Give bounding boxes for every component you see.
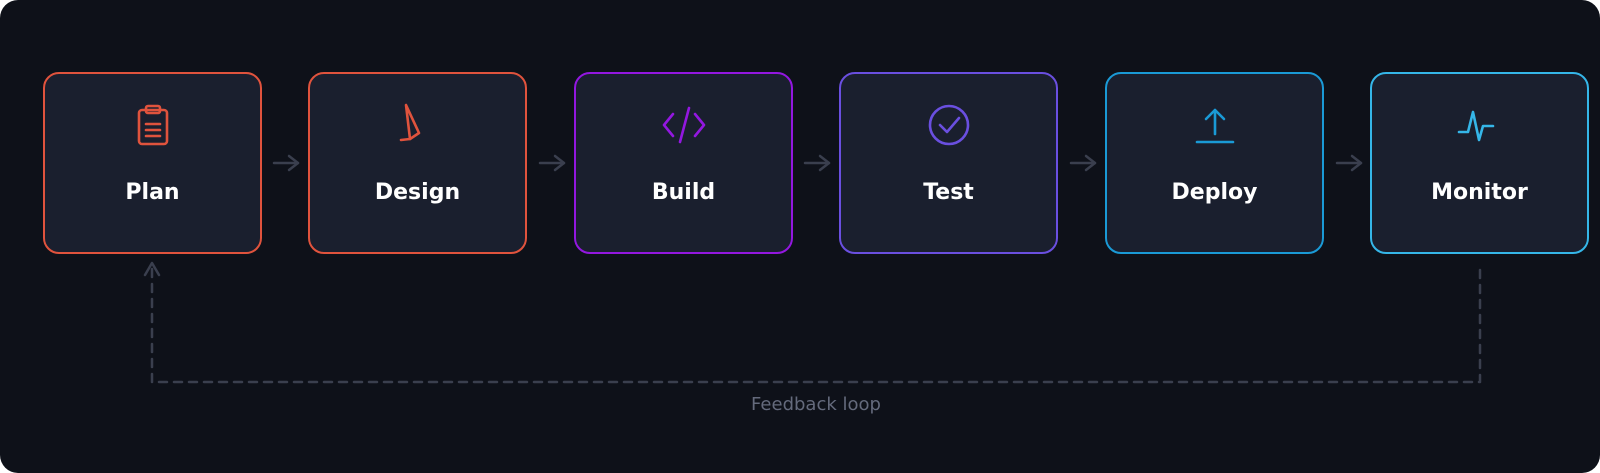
arrow-design-to-build: [538, 154, 566, 172]
feedback-loop-label: Feedback loop: [751, 394, 881, 415]
stage-label: Build: [651, 180, 716, 205]
arrow-test-to-deploy: [1069, 154, 1097, 172]
feedback-loop-arrow: [143, 261, 1482, 384]
pen-nib-icon: [395, 102, 441, 148]
stage-label: Test: [923, 180, 974, 205]
clipboard-icon: [130, 102, 176, 148]
arrow-deploy-to-monitor: [1335, 154, 1363, 172]
stage-build: Build: [574, 72, 793, 254]
stage-monitor: Monitor: [1370, 72, 1589, 254]
stage-label: Design: [374, 180, 461, 205]
code-brackets-icon: [661, 102, 707, 148]
arrow-build-to-test: [803, 154, 831, 172]
stage-plan: Plan: [43, 72, 262, 254]
stage-design: Design: [308, 72, 527, 254]
arrow-plan-to-design: [272, 154, 300, 172]
stage-label: Plan: [125, 180, 180, 205]
stage-test: Test: [839, 72, 1058, 254]
stage-deploy: Deploy: [1105, 72, 1324, 254]
upload-icon: [1192, 102, 1238, 148]
stage-label: Monitor: [1431, 180, 1528, 205]
pulse-icon: [1457, 102, 1503, 148]
check-circle-icon: [926, 102, 972, 148]
stage-label: Deploy: [1171, 180, 1258, 205]
